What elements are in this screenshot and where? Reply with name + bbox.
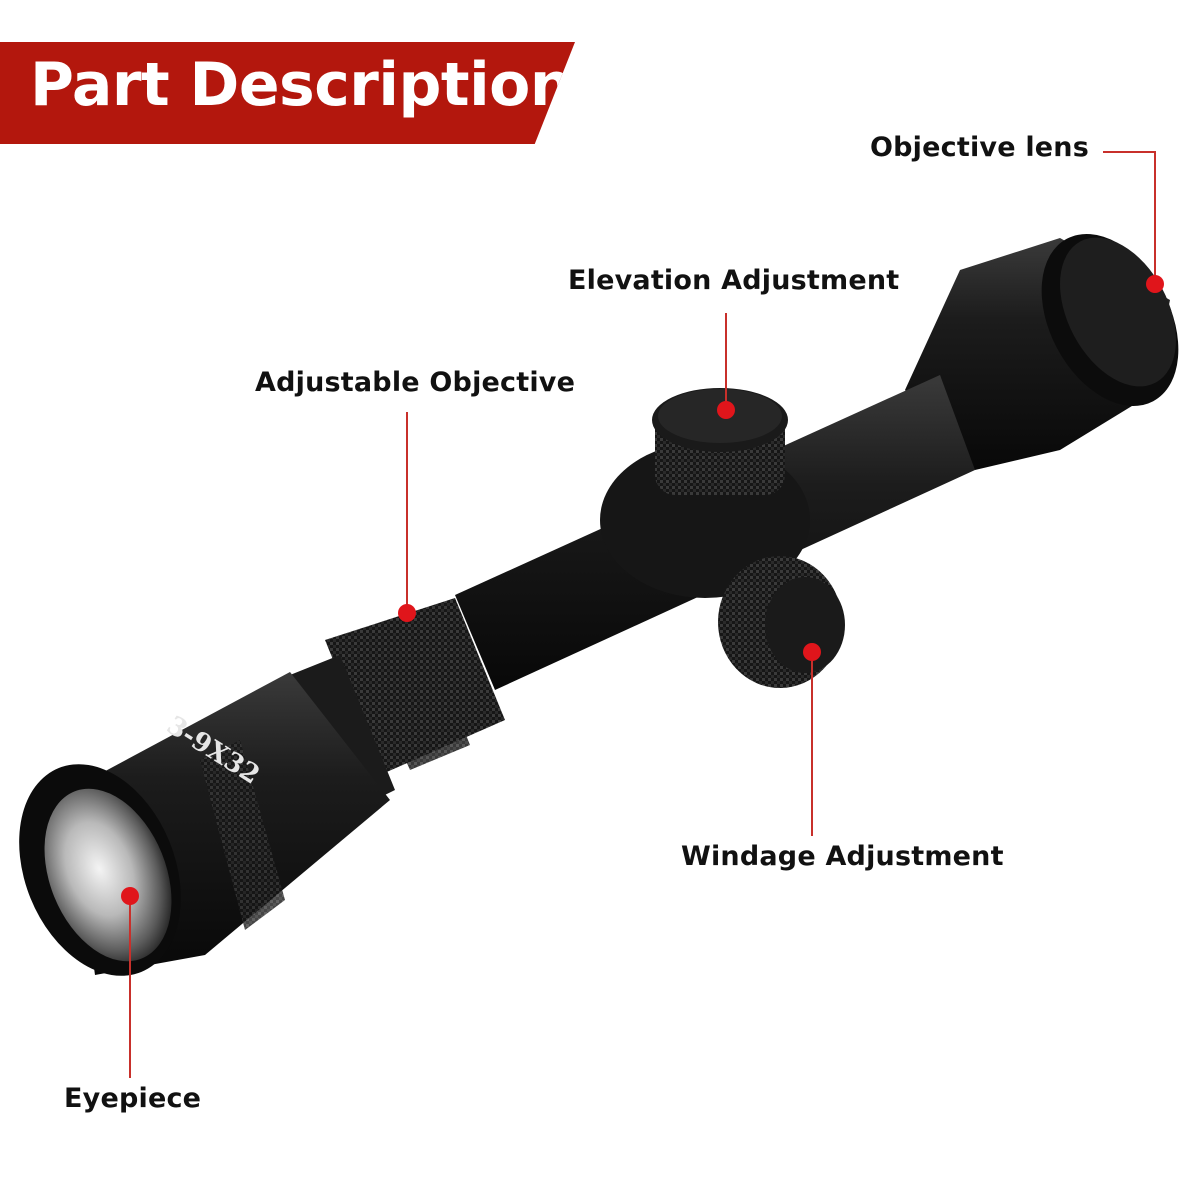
eyepiece-label: Eyepiece: [64, 1083, 202, 1114]
callout-dots: [121, 275, 1164, 905]
elevation-adjustment-label: Elevation Adjustment: [568, 265, 900, 296]
adjustable-objective-dot: [398, 604, 416, 622]
callout-lines: [129, 151, 1156, 1078]
eyepiece-lens: [44, 788, 172, 962]
scope-body: [19, 234, 1179, 976]
objective-lens-dot: [1146, 275, 1164, 293]
elevation-dot: [717, 401, 735, 419]
windage-adjustment-label: Windage Adjustment: [681, 841, 1004, 872]
page-title: Part Description: [30, 50, 573, 120]
windage-dot: [803, 643, 821, 661]
objective-lens-label: Objective lens: [870, 132, 1089, 163]
objective-lens-leader: [1103, 151, 1156, 284]
eyepiece-dot: [121, 887, 139, 905]
title-banner: Part Description: [0, 42, 575, 144]
adjustable-objective-label: Adjustable Objective: [255, 367, 576, 398]
